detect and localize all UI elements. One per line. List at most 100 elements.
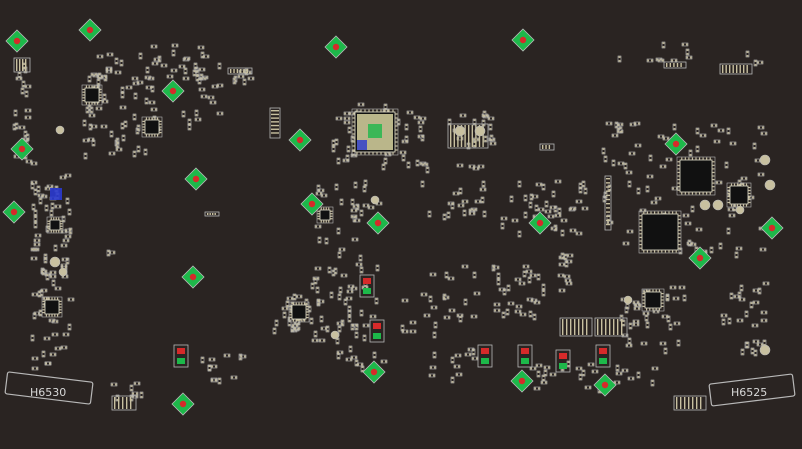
capacitor-icon: [223, 353, 231, 358]
resistor-icon: [566, 253, 574, 258]
resistor-icon: [54, 346, 62, 351]
resistor-icon: [644, 314, 649, 322]
capacitor-icon: [67, 323, 72, 331]
capacitor-icon: [350, 135, 355, 143]
capacitor-icon: [350, 214, 358, 219]
capacitor-icon: [543, 365, 551, 370]
capacitor-icon: [291, 323, 299, 328]
capacitor-icon: [695, 227, 703, 232]
capacitor-icon: [720, 313, 728, 318]
capacitor-icon: [549, 205, 557, 210]
capacitor-icon: [65, 197, 70, 205]
resistor-icon: [450, 376, 455, 384]
capacitor-icon: [37, 290, 42, 298]
resistor-icon: [488, 123, 493, 131]
capacitor-icon: [564, 260, 569, 268]
resistor-icon: [762, 281, 770, 286]
capacitor-icon: [292, 293, 297, 301]
capacitor-icon: [491, 264, 496, 272]
capacitor-icon: [334, 183, 339, 191]
resistor-icon: [369, 314, 377, 319]
resistor-icon: [351, 237, 359, 242]
resistor-icon: [347, 284, 355, 289]
resistor-icon: [427, 210, 432, 218]
resistor-icon: [423, 313, 431, 318]
resistor-icon: [148, 100, 156, 105]
resistor-icon: [601, 147, 606, 155]
resistor-icon: [309, 317, 314, 325]
capacitor-icon: [343, 116, 351, 121]
capacitor-icon: [532, 313, 537, 321]
resistor-icon: [133, 381, 141, 386]
capacitor-icon: [505, 308, 510, 316]
resistor-icon: [143, 148, 148, 156]
fiducial-icon: [688, 246, 712, 270]
resistor-icon: [442, 213, 447, 221]
resistor-icon: [60, 243, 68, 248]
capacitor-icon: [194, 109, 199, 117]
resistor-icon: [480, 196, 485, 204]
capacitor-icon: [749, 301, 754, 309]
capacitor-icon: [34, 233, 42, 238]
resistor-icon: [627, 337, 632, 345]
resistor-icon: [751, 323, 759, 328]
capacitor-icon: [433, 321, 438, 329]
bga-icon: [676, 156, 716, 196]
resistor-icon: [336, 227, 341, 235]
connector-icon: [13, 57, 31, 73]
capacitor-icon: [492, 265, 500, 270]
capacitor-icon: [695, 127, 700, 135]
capacitor-icon: [330, 330, 340, 340]
component-blue-icon: [50, 188, 62, 200]
resistor-icon: [603, 155, 608, 163]
resistor-icon: [506, 284, 511, 292]
resistor-icon: [617, 55, 622, 63]
capacitor-icon: [745, 341, 750, 349]
resistor-icon: [157, 55, 162, 63]
capacitor-icon: [535, 363, 543, 368]
capacitor-icon: [759, 247, 767, 252]
mounting-hole-right[interactable]: H6525: [708, 373, 796, 407]
capacitor-icon: [565, 281, 573, 286]
capacitor-icon: [583, 187, 588, 195]
capacitor-icon: [406, 110, 414, 115]
resistor-icon: [626, 229, 634, 234]
resistor-icon: [202, 54, 210, 59]
resistor-icon: [623, 162, 628, 170]
resistor-icon: [710, 123, 718, 128]
fiducial-icon: [2, 200, 26, 224]
capacitor-icon: [578, 182, 583, 190]
capacitor-icon: [541, 183, 546, 191]
capacitor-icon: [481, 113, 489, 118]
capacitor-icon: [727, 317, 732, 325]
fiducial-icon: [171, 392, 195, 416]
capacitor-icon: [36, 185, 41, 193]
capacitor-icon: [481, 180, 486, 188]
resistor-icon: [207, 95, 215, 100]
resistor-icon: [352, 215, 357, 223]
capacitor-icon: [312, 276, 320, 281]
capacitor-icon: [151, 61, 159, 66]
capacitor-icon: [343, 120, 351, 125]
resistor-icon: [531, 194, 539, 199]
resistor-icon: [31, 203, 36, 211]
mounting-hole-left[interactable]: H6530: [4, 371, 94, 405]
capacitor-icon: [459, 113, 467, 118]
capacitor-icon: [350, 323, 355, 331]
capacitor-icon: [452, 191, 460, 196]
capacitor-icon: [350, 198, 355, 206]
resistor-icon: [30, 256, 38, 261]
capacitor-icon: [67, 208, 72, 216]
capacitor-icon: [198, 87, 206, 92]
capacitor-icon: [399, 150, 407, 155]
capacitor-icon: [713, 139, 721, 144]
capacitor-icon: [356, 362, 364, 367]
resistor-icon: [681, 42, 689, 47]
capacitor-icon: [455, 372, 463, 377]
capacitor-icon: [750, 347, 755, 355]
capacitor-icon: [54, 204, 62, 209]
capacitor-icon: [230, 375, 238, 380]
capacitor-icon: [575, 366, 583, 371]
resistor-icon: [132, 150, 137, 158]
